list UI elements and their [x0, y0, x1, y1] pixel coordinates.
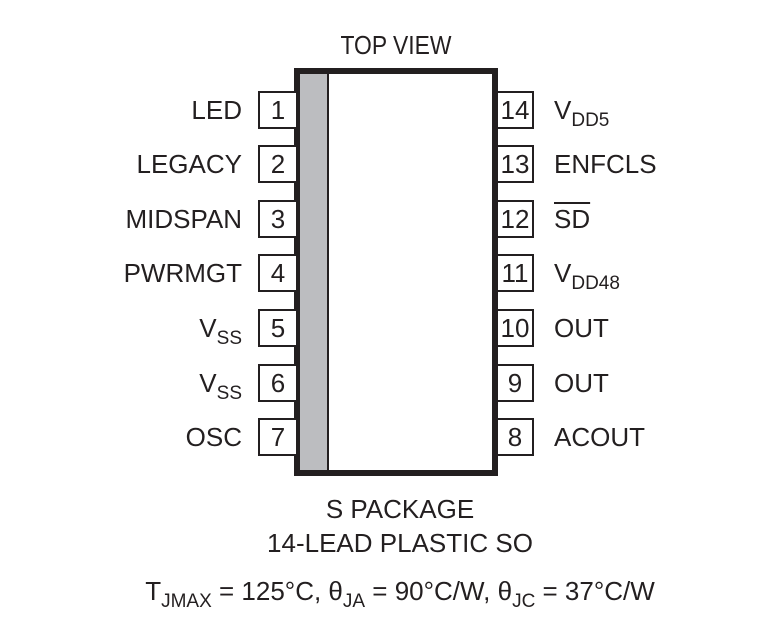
- pin-8-box: 8: [498, 418, 534, 456]
- pin-2-label: LEGACY: [137, 147, 243, 181]
- pin-3-box: 3: [258, 200, 296, 238]
- theta-ja-subscript: JA: [342, 591, 366, 612]
- pin-11-box: 11: [498, 254, 534, 292]
- pin-name-subscript: DD5: [571, 110, 610, 131]
- tjmax-symbol: T: [145, 576, 162, 606]
- pin-name-overlined: SD: [554, 204, 591, 234]
- pin-name: MIDSPAN: [125, 204, 242, 234]
- pin-name: LED: [191, 95, 242, 125]
- pin-6-box: 6: [258, 364, 296, 402]
- theta-jc-subscript: JC: [512, 591, 536, 612]
- pin-name: ACOUT: [554, 422, 645, 452]
- pin-name-subscript: SS: [216, 328, 242, 349]
- pin-1-box: 1: [258, 91, 296, 129]
- pin-5-label: VSS: [199, 311, 242, 349]
- package-description: 14-LEAD PLASTIC SO: [267, 528, 533, 558]
- pin-name: ENFCLS: [554, 149, 657, 179]
- pin-3-label: MIDSPAN: [125, 202, 242, 236]
- pin-8-label: ACOUT: [554, 420, 645, 454]
- pin1-indicator-strip: [300, 74, 329, 470]
- pin-name-subscript: DD48: [571, 273, 620, 294]
- pin-name: V: [554, 95, 572, 125]
- pin-name: V: [554, 258, 572, 288]
- pin-name: OSC: [185, 422, 242, 452]
- pin-11-label: VDD48: [554, 256, 620, 294]
- pin-4-box: 4: [258, 254, 296, 292]
- theta-jc-symbol: θ: [497, 576, 513, 606]
- theta-jc-value: = 37°C/W: [535, 576, 655, 606]
- pin-name-subscript: SS: [216, 383, 242, 404]
- pin-10-box: 10: [498, 309, 534, 347]
- pin-name: OUT: [554, 368, 609, 398]
- pin-10-label: OUT: [554, 311, 609, 345]
- theta-ja-symbol: θ: [328, 576, 343, 606]
- pin-name: V: [199, 368, 217, 398]
- pin-14-box: 14: [498, 91, 534, 129]
- pin-name: V: [199, 313, 217, 343]
- pin-1-label: LED: [191, 93, 242, 127]
- pin-7-box: 7: [258, 418, 296, 456]
- pin-5-box: 5: [258, 309, 296, 347]
- pin-name: OUT: [554, 313, 609, 343]
- tjmax-subscript: JMAX: [161, 591, 212, 612]
- theta-ja-value: = 90°C/W,: [365, 576, 498, 606]
- pin-4-label: PWRMGT: [124, 256, 242, 290]
- thermal-spec: TJMAX = 125°C, θJA = 90°C/W, θJC = 37°C/…: [0, 576, 782, 612]
- pin-6-label: VSS: [199, 366, 242, 404]
- pin-name: LEGACY: [136, 149, 243, 179]
- pin-13-box: 13: [498, 145, 534, 183]
- pin-14-label: VDD5: [554, 93, 609, 131]
- pin-12-box: 12: [498, 200, 534, 238]
- pin-9-box: 9: [498, 364, 534, 402]
- pin-2-box: 2: [258, 145, 296, 183]
- pin-name: PWRMGT: [123, 258, 242, 288]
- pin-9-label: OUT: [554, 366, 609, 400]
- pin-7-label: OSC: [186, 420, 242, 454]
- pin-13-label: ENFCLS: [554, 147, 657, 181]
- pin-12-label: SD: [554, 202, 590, 236]
- tjmax-value: = 125°C,: [211, 576, 329, 606]
- top-view-title: TOP VIEW: [340, 30, 452, 60]
- package-name: S PACKAGE: [325, 494, 475, 524]
